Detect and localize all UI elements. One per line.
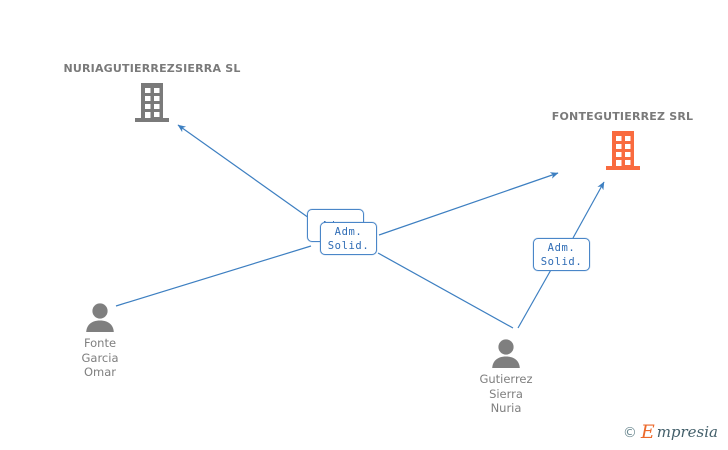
- relation-box-right[interactable]: Adm. Solid.: [533, 238, 590, 271]
- relation-box-center-front-line1: Adm.: [334, 225, 363, 238]
- person-right-line1: Gutierrez: [479, 372, 533, 386]
- edge-person-right-to-center: [377, 252, 514, 329]
- person-left-label: Fonte Garcia Omar: [82, 336, 119, 380]
- person-right-label: Gutierrez Sierra Nuria: [479, 372, 532, 416]
- node-person-right[interactable]: Gutierrez Sierra Nuria: [466, 338, 546, 416]
- watermark-brand-rest: mpresia: [656, 423, 718, 441]
- relation-box-center-front-line2: Solid.: [327, 239, 370, 252]
- person-icon: [86, 303, 114, 332]
- building-icon: [605, 131, 640, 170]
- copyright-icon: ©: [622, 424, 637, 441]
- person-icon: [492, 339, 520, 368]
- watermark-brand-initial: E: [640, 421, 655, 443]
- edge-person-right-to-right-box: [517, 267, 553, 329]
- relation-box-right-line1: Adm.: [547, 241, 576, 254]
- relation-box-center-front[interactable]: Adm. Solid.: [320, 222, 377, 255]
- node-company-left[interactable]: NURIAGUTIERREZSIERRA SL: [62, 62, 242, 123]
- person-right-line2: Sierra: [489, 386, 523, 401]
- person-left-line2: Garcia: [81, 350, 119, 365]
- company-right-label: FONTEGUTIERREZ SRL: [551, 110, 694, 123]
- person-right-line3: Nuria: [490, 401, 522, 415]
- edge-right-box-to-company-right: [572, 181, 605, 239]
- person-left-line3: Omar: [83, 365, 117, 379]
- edge-center-to-company-right: [378, 172, 559, 236]
- watermark-empresia: © E mpresia: [623, 423, 718, 442]
- building-icon: [135, 83, 169, 122]
- company-left-label: NURIAGUTIERREZSIERRA SL: [63, 62, 241, 75]
- edge-person-left-to-center: [115, 245, 312, 307]
- node-company-right[interactable]: FONTEGUTIERREZ SRL: [540, 110, 705, 171]
- person-left-line1: Fonte: [83, 336, 117, 350]
- relation-box-right-line2: Solid.: [540, 255, 583, 268]
- node-person-left[interactable]: Fonte Garcia Omar: [60, 302, 140, 380]
- edge-center-to-company-left: [177, 124, 310, 219]
